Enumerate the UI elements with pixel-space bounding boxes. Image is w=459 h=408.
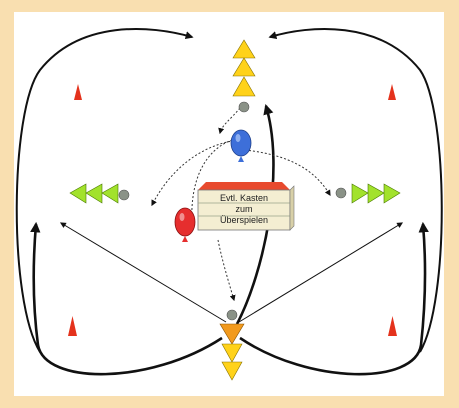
- marker-dot: [335, 187, 347, 199]
- red-ball: [174, 207, 196, 242]
- left-triangle-cones: [69, 183, 119, 204]
- orange-triangle-cone: [219, 323, 245, 345]
- marker-dot: [226, 309, 238, 321]
- corner-cones: [68, 84, 397, 336]
- green-triangle: [85, 183, 103, 204]
- marker-dot: [238, 101, 250, 113]
- top-triangle-cones: [232, 39, 256, 97]
- yellow-triangle: [221, 361, 243, 381]
- red-cone-top-right: [388, 84, 396, 100]
- red-cone-top-left: [74, 84, 82, 100]
- green-triangle: [383, 183, 401, 204]
- yellow-triangle: [232, 76, 256, 97]
- green-triangle: [367, 183, 385, 204]
- blue-ball: [230, 129, 252, 162]
- green-triangle: [101, 183, 119, 204]
- box-label-line2: zum: [235, 204, 252, 214]
- green-triangle: [351, 183, 369, 204]
- dotted-paths: [151, 107, 331, 302]
- bottom-triangle-cones: [221, 343, 243, 381]
- marker-dot: [118, 189, 130, 201]
- green-triangle: [69, 183, 87, 204]
- yellow-triangle: [221, 343, 243, 363]
- red-cone-bottom-right: [388, 316, 397, 336]
- right-triangle-cones: [351, 183, 401, 204]
- thin-diagonal-arrows: [59, 222, 404, 323]
- box-label-line1: Evtl. Kasten: [220, 193, 268, 203]
- box-label-line3: Überspielen: [220, 215, 268, 225]
- vaulting-box: Evtl. Kasten zum Überspielen: [197, 182, 295, 231]
- red-cone-bottom-left: [68, 316, 77, 336]
- outer-loop-arrows: [15, 28, 443, 353]
- yellow-triangle: [232, 57, 256, 77]
